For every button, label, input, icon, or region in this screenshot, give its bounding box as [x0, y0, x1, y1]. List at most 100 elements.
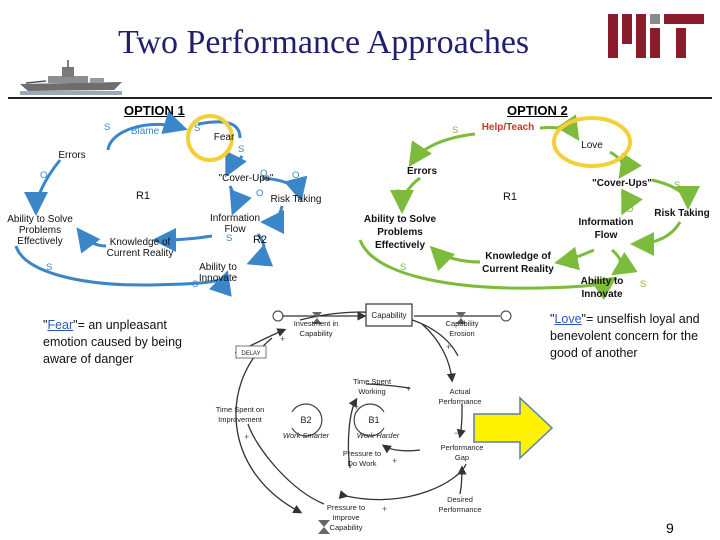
investment-valve-icon	[312, 312, 322, 324]
svg-text:+: +	[446, 342, 451, 352]
bottom-erosion-2: Erosion	[449, 329, 474, 338]
svg-text:O: O	[626, 162, 633, 173]
delay-box	[235, 345, 267, 359]
capability-stock-box	[365, 303, 413, 327]
svg-text:S: S	[238, 144, 244, 155]
yellow-pointer-arrow	[473, 396, 554, 460]
bottom-desired-perf-1: Desired	[447, 495, 473, 504]
bottom-investment-2: Capability	[300, 329, 333, 338]
b2-loop-icon	[291, 403, 323, 437]
opt2-cover-ups: "Cover-Ups"	[592, 178, 652, 189]
opt2-errors: Errors	[407, 166, 437, 177]
option1-loop-arrows	[14, 111, 308, 297]
opt1-innovate-1: Ability to	[199, 262, 237, 273]
bottom-pressure-work-2: Do Work	[347, 459, 376, 468]
svg-text:S: S	[674, 180, 680, 191]
bottom-diagram-arrows	[235, 311, 500, 514]
svg-text:O: O	[394, 188, 401, 199]
option2-loop-arrows	[358, 114, 700, 300]
love-link[interactable]: Love	[554, 312, 582, 326]
bottom-polarity-signs: +++ +−+ ++	[244, 334, 459, 514]
opt1-r1: R1	[136, 190, 150, 202]
svg-text:S: S	[104, 122, 110, 133]
bottom-pressure-work-1: Pressure to	[343, 449, 381, 458]
pressure-valve-icon	[318, 520, 330, 534]
opt2-r1: R1	[503, 191, 517, 203]
opt1-ability-solve-1: Ability to Solve	[7, 214, 73, 225]
svg-text:S: S	[226, 233, 232, 244]
bottom-time-improvement-1: Time Spent on	[216, 405, 265, 414]
bottom-desired-perf-2: Performance	[439, 505, 482, 514]
opt2-innovate-1: Ability to	[581, 276, 624, 287]
svg-text:+: +	[244, 432, 249, 442]
opt1-risk-taking: Risk Taking	[271, 194, 322, 205]
svg-text:−: −	[454, 428, 459, 438]
bottom-time-working-2: Working	[358, 387, 385, 396]
svg-text:+: +	[354, 402, 359, 412]
svg-text:+: +	[382, 504, 387, 514]
opt1-info-flow-2: Flow	[224, 224, 246, 235]
svg-text:S: S	[80, 238, 86, 249]
bottom-work-smarter: Work Smarter	[283, 431, 330, 440]
bottom-capability: Capability	[371, 311, 406, 320]
opt1-ability-solve-2: Problems	[19, 225, 61, 236]
svg-text:O: O	[260, 168, 267, 179]
fear-link[interactable]: Fear	[47, 318, 74, 332]
svg-text:+: +	[392, 456, 397, 466]
svg-text:S: S	[442, 254, 448, 265]
ship-image	[20, 60, 122, 95]
fear-open-quote: "	[43, 318, 48, 332]
page-number: 9	[666, 520, 674, 536]
opt1-innovate-2: Innovate	[199, 273, 238, 284]
bottom-actual-perf-1: Actual	[450, 387, 471, 396]
opt1-r2: R2	[253, 234, 267, 246]
option2-heading: OPTION 2	[507, 103, 568, 118]
svg-text:S: S	[400, 262, 406, 273]
svg-text:+: +	[280, 334, 285, 344]
opt2-knowledge-2: Current Reality	[482, 264, 554, 275]
svg-text:S: S	[46, 262, 52, 273]
svg-text:S: S	[194, 123, 200, 134]
svg-text:S: S	[640, 279, 646, 290]
svg-text:O: O	[256, 188, 263, 199]
b1-loop-icon	[353, 403, 385, 437]
opt2-help-teach: Help/Teach	[482, 122, 535, 133]
love-definition-text: "= unselfish loyal and benevolent concer…	[550, 312, 700, 360]
opt2-innovate-2: Innovate	[581, 289, 623, 300]
opt1-errors: Errors	[58, 150, 85, 161]
fear-definition: "Fear"= an unpleasant emotion caused by …	[43, 317, 203, 368]
bottom-pressure-improve-1: Pressure to	[327, 503, 365, 512]
opt1-cover-ups: "Cover-Ups"	[219, 173, 274, 184]
bottom-b2: B2	[300, 415, 311, 425]
bottom-erosion-1: Capability	[446, 319, 479, 328]
opt1-blame: Blame	[131, 126, 160, 137]
title-divider	[8, 97, 712, 99]
svg-text:O: O	[40, 170, 47, 181]
svg-text:S: S	[566, 124, 572, 135]
slide-title: Two Performance Approaches	[118, 24, 530, 61]
bottom-pressure-improve-2: Improve	[332, 513, 359, 522]
bottom-actual-perf-2: Performance	[439, 397, 482, 406]
opt2-risk-taking: Risk Taking	[654, 208, 709, 219]
bottom-b1: B1	[368, 415, 379, 425]
opt2-knowledge-1: Knowledge of	[485, 251, 551, 262]
love-definition: "Love"= unselfish loyal and benevolent c…	[550, 311, 700, 362]
mit-logo	[608, 14, 704, 58]
opt1-ability-solve-3: Effectively	[17, 236, 62, 247]
svg-text:S: S	[262, 258, 268, 269]
svg-text:S: S	[568, 260, 574, 271]
opt2-ability-solve-3: Effectively	[375, 240, 425, 251]
opt1-knowledge-1: Knowledge of	[110, 237, 171, 248]
love-highlight	[552, 116, 632, 168]
opt1-info-flow-1: Information	[210, 213, 260, 224]
bottom-time-working-1: Time Spent	[353, 377, 392, 386]
erosion-valve-icon	[456, 312, 466, 324]
bottom-perf-gap-2: Gap	[455, 453, 469, 462]
svg-text:S: S	[192, 279, 198, 290]
fear-definition-text: "= an unpleasant emotion caused by being…	[43, 318, 182, 366]
opt2-ability-solve-2: Problems	[377, 227, 423, 238]
bottom-investment-1: Investment in	[294, 319, 339, 328]
opt2-love: Love	[581, 140, 603, 151]
